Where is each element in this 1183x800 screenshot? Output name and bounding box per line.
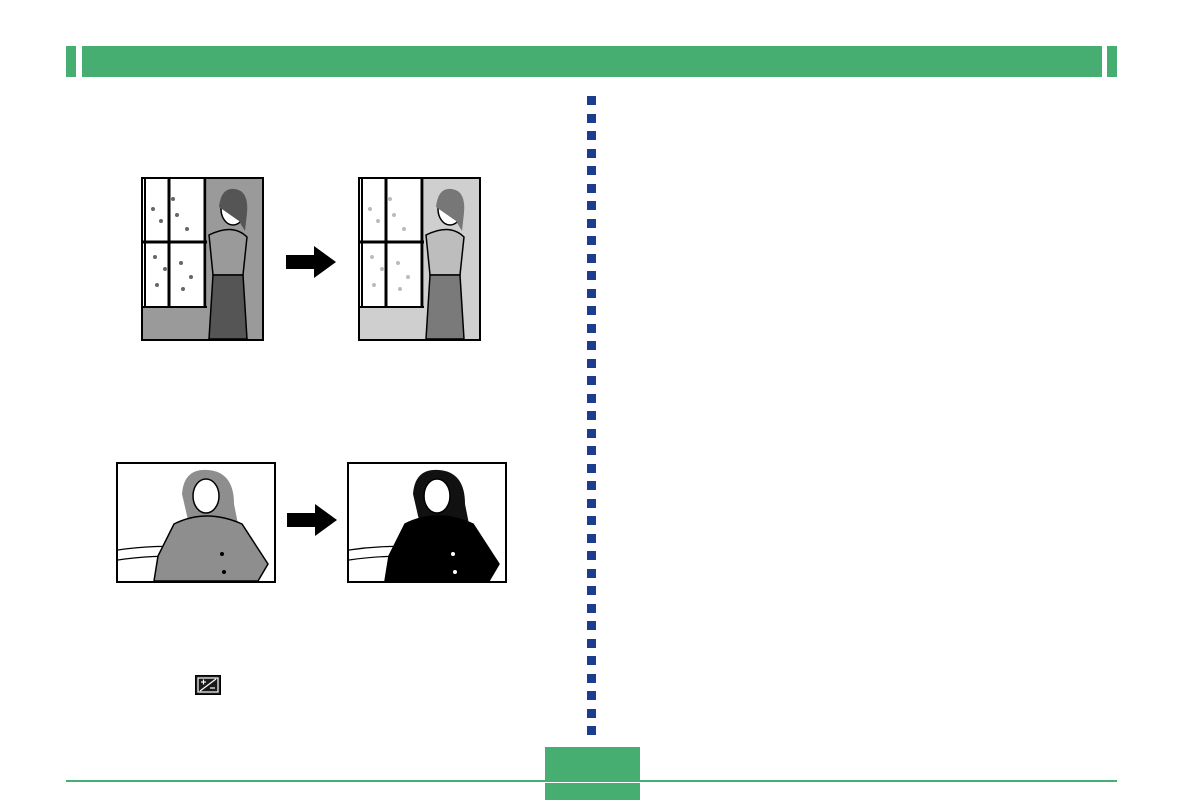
divider-dot bbox=[587, 218, 596, 228]
divider-dot bbox=[587, 533, 596, 543]
divider-dot bbox=[587, 271, 596, 280]
illustration-portrait-before bbox=[116, 462, 276, 583]
divider-dot bbox=[587, 411, 596, 420]
window-woman-dark-image bbox=[143, 179, 262, 339]
divider-dot bbox=[587, 708, 596, 718]
right-arrow-icon bbox=[287, 504, 337, 536]
divider-dot bbox=[587, 691, 596, 700]
divider-dot bbox=[587, 323, 596, 333]
divider-dot bbox=[587, 586, 596, 595]
illustration-portrait-after bbox=[347, 462, 507, 583]
header-bar bbox=[82, 46, 1102, 77]
divider-dot bbox=[587, 113, 596, 123]
portrait-black-image bbox=[349, 464, 505, 581]
divider-dot bbox=[587, 638, 596, 648]
page-number bbox=[545, 747, 640, 780]
divider-dot bbox=[587, 603, 596, 613]
divider-dot bbox=[587, 393, 596, 403]
divider-dot bbox=[587, 498, 596, 508]
divider-dot bbox=[587, 341, 596, 350]
divider-dot bbox=[587, 148, 596, 158]
window-woman-light-image bbox=[360, 179, 479, 339]
portrait-gray-image bbox=[118, 464, 274, 581]
divider-dot bbox=[587, 236, 596, 245]
column-divider-dots bbox=[587, 96, 596, 736]
divider-dot bbox=[587, 96, 596, 105]
divider-dot bbox=[587, 551, 596, 560]
divider-dot bbox=[587, 481, 596, 490]
divider-dot bbox=[587, 288, 596, 298]
divider-dot bbox=[587, 463, 596, 473]
divider-dot bbox=[587, 131, 596, 140]
divider-dot bbox=[587, 446, 596, 455]
divider-dot bbox=[587, 568, 596, 578]
exposure-compensation-icon bbox=[195, 675, 221, 695]
footer-line bbox=[66, 780, 1117, 782]
divider-dot bbox=[587, 183, 596, 193]
divider-dot bbox=[587, 201, 596, 210]
header-right-block bbox=[1107, 46, 1117, 77]
divider-dot bbox=[587, 726, 596, 735]
divider-dot bbox=[587, 166, 596, 175]
divider-dot bbox=[587, 253, 596, 263]
illustration-window-before bbox=[141, 177, 264, 341]
divider-dot bbox=[587, 428, 596, 438]
page-title bbox=[82, 46, 1102, 77]
right-arrow-icon bbox=[286, 246, 336, 278]
divider-dot bbox=[587, 306, 596, 315]
divider-dot bbox=[587, 376, 596, 385]
header-left-block bbox=[66, 46, 76, 77]
divider-dot bbox=[587, 621, 596, 630]
divider-dot bbox=[587, 358, 596, 368]
divider-dot bbox=[587, 656, 596, 665]
illustration-window-after bbox=[358, 177, 481, 341]
divider-dot bbox=[587, 516, 596, 525]
divider-dot bbox=[587, 673, 596, 683]
page-number-tab bbox=[545, 747, 640, 800]
